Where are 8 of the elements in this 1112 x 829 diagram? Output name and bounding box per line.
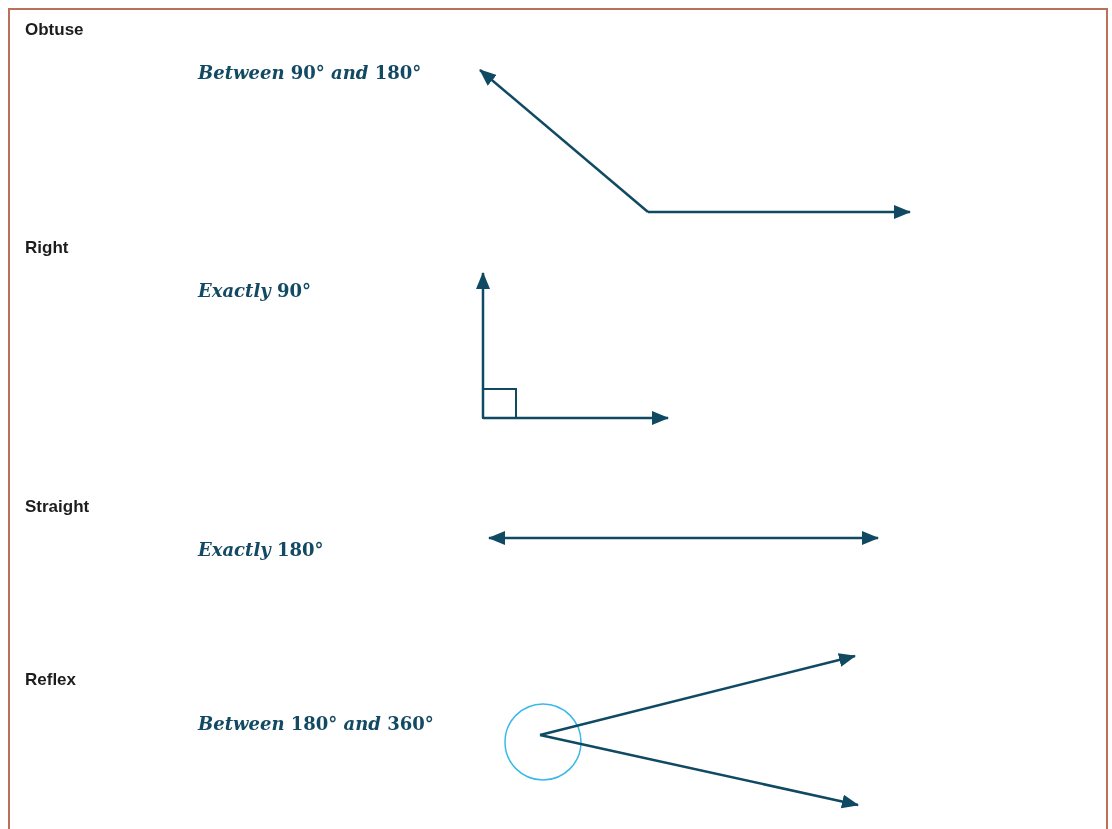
- angle-type-heading: Straight: [25, 497, 90, 517]
- angle-description: Exactly 90°: [198, 280, 311, 301]
- angle-description: Exactly 180°: [198, 539, 324, 560]
- angle-type-heading: Right: [25, 238, 69, 258]
- angle-description: Between 180° and 360°: [198, 713, 434, 734]
- angle-type-heading: Reflex: [25, 670, 77, 690]
- angle-type-heading: Obtuse: [25, 20, 84, 40]
- angle-description: Between 90° and 180°: [198, 62, 422, 83]
